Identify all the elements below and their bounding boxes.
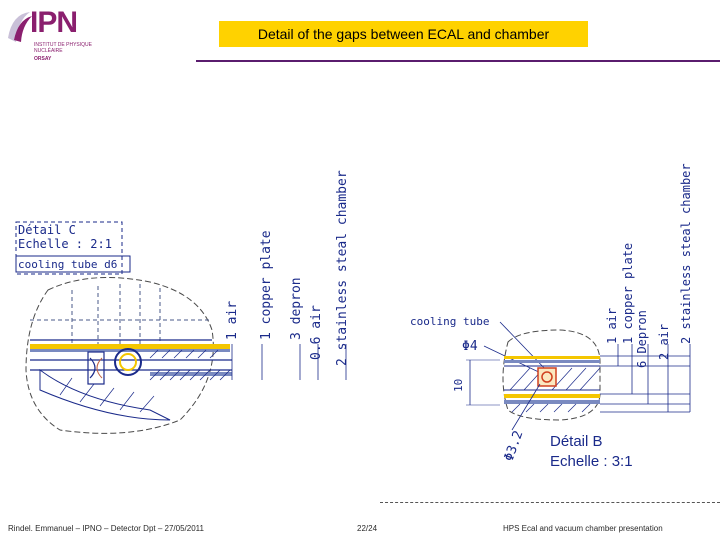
left-layer-label: 3 depron xyxy=(289,277,304,340)
right-layer-label: 1 air xyxy=(605,308,619,344)
left-detail-drawing: Détail C Echelle : 2:1 cooling tube d6 xyxy=(15,170,350,434)
left-scale-label: Echelle : 2:1 xyxy=(18,237,112,251)
slide-title: Detail of the gaps between ECAL and cham… xyxy=(257,26,550,42)
left-layer-label: 1 copper plate xyxy=(259,230,274,340)
logo-text: IPN xyxy=(30,6,78,39)
footer-presentation-title: HPS Ecal and vacuum chamber presentation xyxy=(503,524,663,533)
right-layer-label: 6 Depron xyxy=(635,310,649,368)
right-diameter-label: Φ4 xyxy=(462,339,478,354)
footer-page-number: 22/24 xyxy=(357,524,378,533)
logo-mark-icon xyxy=(8,12,32,42)
left-layer-label: 2 stainless steal chamber xyxy=(335,170,350,366)
logo-city: ORSAY xyxy=(34,56,52,62)
left-detail-label: Détail C xyxy=(18,223,76,237)
left-tube-label: cooling tube d6 xyxy=(18,258,117,271)
left-layer-label: 0.6 air xyxy=(309,305,324,360)
ipn-logo: IPN INSTITUT DE PHYSIQUE NUCLÉAIRE ORSAY xyxy=(4,6,96,62)
right-detail-label: Détail B xyxy=(550,433,603,450)
footer-author: Rindel. Emmanuel – IPNO – Detector Dpt –… xyxy=(8,524,204,533)
right-detail-drawing: cooling tube Φ4 10 Φ3.2 xyxy=(410,163,693,470)
right-layer-label: 2 air xyxy=(657,324,671,360)
right-tube-label: cooling tube xyxy=(410,315,489,328)
right-layer-label: 2 stainless steal chamber xyxy=(679,163,693,344)
right-scale-label: Echelle : 3:1 xyxy=(550,453,633,470)
footer-divider xyxy=(380,502,720,503)
right-radius-label: Φ3.2 xyxy=(502,429,527,464)
logo-subtitle: INSTITUT DE PHYSIQUE NUCLÉAIRE xyxy=(34,42,92,54)
slide-title-box: Detail of the gaps between ECAL and cham… xyxy=(219,21,588,47)
title-divider xyxy=(196,60,720,62)
left-layer-label: 1 air xyxy=(225,301,240,340)
right-height-label: 10 xyxy=(452,379,465,392)
right-layer-label: 1 copper plate xyxy=(621,243,635,344)
